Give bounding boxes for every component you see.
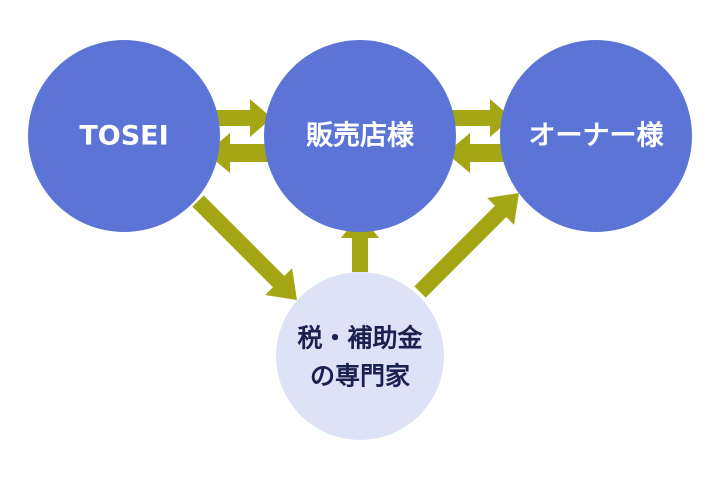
node-expert: 税・補助金 の専門家 xyxy=(276,272,444,440)
node-tosei-circle xyxy=(28,40,220,232)
node-dealer: 販売店様 xyxy=(264,40,456,232)
node-owner-label: オーナー様 xyxy=(529,121,665,152)
node-tosei-label: TOSEI xyxy=(79,121,168,152)
arrow-owner-to-dealer xyxy=(446,133,510,173)
node-expert-label-line1: 税・補助金 xyxy=(297,324,423,353)
arrow-dealer-to-tosei xyxy=(206,133,272,173)
node-expert-circle xyxy=(276,272,444,440)
node-owner-circle xyxy=(500,40,692,232)
node-owner: オーナー様 xyxy=(500,40,692,232)
node-tosei: TOSEI xyxy=(28,40,220,232)
node-dealer-label: 販売店様 xyxy=(306,121,415,152)
node-expert-label-line2: の専門家 xyxy=(310,362,410,391)
arrow-dealer-to-owner xyxy=(450,99,512,137)
node-dealer-circle xyxy=(264,40,456,232)
arrow-tosei-to-expert xyxy=(192,195,297,300)
arrow-expert-to-owner xyxy=(414,193,519,298)
arrow-tosei-to-dealer xyxy=(210,99,272,137)
